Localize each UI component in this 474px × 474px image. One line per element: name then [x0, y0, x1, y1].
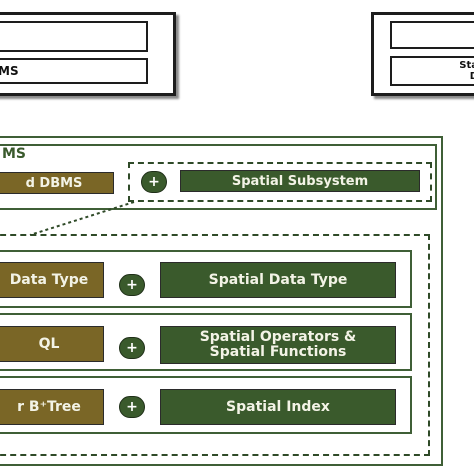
header-left-block: d DBMS: [0, 172, 114, 194]
row-2-plus-icon: +: [119, 337, 145, 359]
row-2-right-line2: Spatial Functions: [209, 344, 347, 360]
dbms-panel-inner: [0, 144, 437, 210]
row-3-plus-text: +: [126, 399, 138, 415]
top-right-cell-2: Sta D: [390, 56, 474, 86]
row-1-left-text: Data Type: [9, 272, 89, 288]
header-plus-icon: +: [141, 171, 167, 193]
row-1-plus-text: +: [126, 277, 138, 293]
row-1-right-text: Spatial Data Type: [208, 272, 348, 288]
top-left-cell-1: [0, 21, 148, 52]
row-3-left-text: r B⁺Tree: [17, 399, 81, 415]
spatial-subsystem-block: Spatial Subsystem: [180, 170, 420, 192]
row-frame-3: [0, 376, 412, 434]
header-left-text: d DBMS: [25, 175, 83, 191]
row-2-right-block: Spatial Operators & Spatial Functions: [160, 326, 396, 364]
top-right-cell-2-line1: Sta: [459, 60, 474, 71]
row-1-right-block: Spatial Data Type: [160, 262, 396, 298]
row-3-left-block: r B⁺Tree: [0, 389, 104, 425]
top-right-cell-2-line2: D: [470, 71, 474, 82]
row-2-left-text: QL: [38, 336, 60, 352]
row-1-plus-icon: +: [119, 274, 145, 296]
dashed-connector: [29, 201, 135, 236]
top-right-cell-1: [390, 21, 474, 49]
row-3-right-text: Spatial Index: [226, 399, 330, 415]
row-3-right-block: Spatial Index: [160, 389, 396, 425]
top-left-cell-2: MS: [0, 58, 148, 84]
panel-title: MS: [2, 146, 27, 162]
row-frame-1: [0, 250, 412, 308]
header-plus-text: +: [148, 174, 160, 190]
spatial-subsystem-text: Spatial Subsystem: [231, 173, 369, 189]
row-2-right-line1: Spatial Operators &: [199, 329, 357, 345]
lower-dashed-container: [0, 234, 430, 456]
row-frame-2: [0, 313, 412, 371]
top-left-cell-2-text: MS: [0, 64, 19, 78]
row-2-left-block: QL: [0, 326, 104, 362]
spatial-subsystem-dashed-box: [128, 162, 432, 202]
row-2-plus-text: +: [126, 340, 138, 356]
row-3-plus-icon: +: [119, 396, 145, 418]
row-1-left-block: Data Type: [0, 262, 104, 298]
